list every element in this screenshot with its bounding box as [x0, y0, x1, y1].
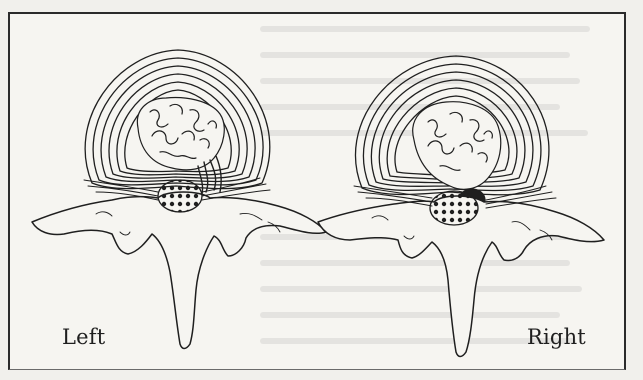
left-label: Left [62, 325, 105, 349]
right-label: Right [527, 325, 586, 349]
left-nucleus [137, 98, 224, 170]
left-vertebra [32, 50, 326, 349]
right-nucleus [413, 102, 501, 190]
right-vertebra [318, 56, 604, 357]
right-spinal-cord [430, 191, 478, 225]
left-spinal-cord [158, 180, 202, 212]
